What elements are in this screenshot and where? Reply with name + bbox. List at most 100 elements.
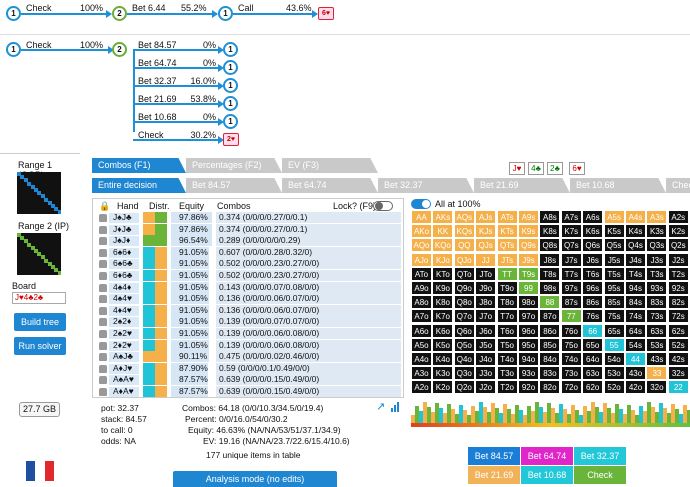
table-row[interactable]: A♠J♣90.11%0.475 (0/0/0/0.02/0.46/0/0) — [93, 351, 403, 363]
lock-icon[interactable] — [99, 353, 107, 362]
matrix-cell[interactable]: T5s — [603, 266, 625, 281]
matrix-cell[interactable]: 94s — [625, 281, 646, 295]
matrix-cell[interactable]: 86o — [539, 323, 561, 338]
matrix-cell[interactable]: 65s — [603, 323, 625, 338]
matrix-cell[interactable]: 22 — [667, 380, 689, 395]
matrix-cell[interactable]: 52s — [667, 337, 689, 352]
matrix-cell[interactable]: K8o — [432, 295, 454, 310]
tree-node[interactable]: 1 — [218, 6, 233, 21]
matrix-cell[interactable]: 92s — [667, 281, 689, 295]
tree-node-mid[interactable]: 2 — [112, 42, 127, 57]
matrix-cell[interactable]: T8o — [496, 295, 518, 310]
matrix-cell[interactable]: J2s — [667, 252, 689, 267]
matrix-cell[interactable]: J4s — [625, 252, 646, 267]
matrix-cell[interactable]: 88 — [539, 295, 561, 310]
matrix-cell[interactable]: 74s — [625, 309, 646, 324]
legend-bet-64[interactable]: Bet 64.74 — [521, 447, 573, 465]
legend-bet-32[interactable]: Bet 32.37 — [574, 447, 626, 465]
matrix-cell[interactable]: AA — [411, 210, 432, 224]
matrix-cell[interactable]: A6s — [582, 210, 604, 224]
matrix-cell[interactable]: A4s — [625, 210, 646, 224]
matrix-cell[interactable]: Q7s — [560, 238, 582, 253]
decision-tab[interactable]: Entire decision — [92, 178, 186, 193]
decision-tab[interactable]: Bet 32.37 — [378, 178, 474, 193]
matrix-cell[interactable]: 65o — [582, 337, 604, 352]
matrix-cell[interactable]: 96s — [582, 281, 604, 295]
terminal-node[interactable]: 6♥ — [318, 7, 334, 20]
matrix-cell[interactable]: K8s — [539, 224, 561, 239]
matrix-cell[interactable]: A3s — [646, 210, 668, 224]
matrix-cell[interactable]: A7s — [560, 210, 582, 224]
matrix-cell[interactable]: Q3o — [453, 366, 475, 381]
matrix-cell[interactable]: J9o — [475, 281, 497, 295]
matrix-cell[interactable]: 83s — [646, 295, 668, 310]
matrix-cell[interactable]: KJo — [432, 252, 454, 267]
matrix-cell[interactable]: A2s — [667, 210, 689, 224]
matrix-cell[interactable]: T4s — [625, 266, 646, 281]
matrix-cell[interactable]: AKs — [432, 210, 454, 224]
matrix-cell[interactable]: KQo — [432, 238, 454, 253]
matrix-cell[interactable]: ATo — [411, 266, 432, 281]
branch-node[interactable]: 1 — [223, 42, 238, 57]
matrix-cell[interactable]: K7s — [560, 224, 582, 239]
matrix-cell[interactable]: 95o — [518, 337, 539, 352]
matrix-cell[interactable]: 98s — [539, 281, 561, 295]
matrix-cell[interactable]: 76o — [560, 323, 582, 338]
matrix-cell[interactable]: KK — [432, 224, 454, 239]
matrix-cell[interactable]: K3o — [432, 366, 454, 381]
matrix-cell[interactable]: T7o — [496, 309, 518, 324]
table-row[interactable]: A♦A♥87.57%0.639 (0/0/0/0.15/0.49/0/0) — [93, 386, 403, 397]
matrix-cell[interactable]: A5o — [411, 337, 432, 352]
matrix-cell[interactable]: A6o — [411, 323, 432, 338]
table-row[interactable]: J♦J♣97.86%0.374 (0/0/0/0.27/0/0.1) — [93, 223, 403, 235]
matrix-cell[interactable]: T2o — [496, 380, 518, 395]
matrix-cell[interactable]: Q9o — [453, 281, 475, 295]
matrix-cell[interactable]: A4o — [411, 352, 432, 366]
matrix-cell[interactable]: J4o — [475, 352, 497, 366]
matrix-cell[interactable]: Q4o — [453, 352, 475, 366]
matrix-cell[interactable]: AQs — [453, 210, 475, 224]
matrix-cell[interactable]: QTs — [496, 238, 518, 253]
matrix-cell[interactable]: KJs — [475, 224, 497, 239]
lock-icon[interactable] — [99, 318, 107, 327]
lock-icon[interactable] — [99, 295, 107, 304]
matrix-cell[interactable]: A2o — [411, 380, 432, 395]
lock-icon[interactable] — [99, 237, 107, 246]
analysis-mode-button[interactable]: Analysis mode (no edits) — [173, 471, 337, 487]
matrix-cell[interactable]: 75o — [560, 337, 582, 352]
matrix-cell[interactable]: K3s — [646, 224, 668, 239]
decision-tab[interactable]: Bet 84.57 — [186, 178, 282, 193]
matrix-cell[interactable]: K2o — [432, 380, 454, 395]
decision-tab[interactable]: Chec — [666, 178, 690, 193]
lock-icon[interactable] — [99, 272, 107, 280]
matrix-cell[interactable]: T6o — [496, 323, 518, 338]
matrix-cell[interactable]: Q7o — [453, 309, 475, 324]
tree-node[interactable]: 2 — [112, 6, 127, 21]
col-combos[interactable]: Combos — [217, 201, 251, 211]
matrix-cell[interactable]: 84o — [539, 352, 561, 366]
branch-node[interactable]: 1 — [223, 60, 238, 75]
lock-icon[interactable] — [99, 330, 107, 338]
matrix-cell[interactable]: 86s — [582, 295, 604, 310]
matrix-cell[interactable]: T9s — [518, 266, 539, 281]
matrix-cell[interactable]: 83o — [539, 366, 561, 381]
lock-icon[interactable] — [99, 214, 107, 222]
matrix-cell[interactable]: K6s — [582, 224, 604, 239]
matrix-cell[interactable]: Q2s — [667, 238, 689, 253]
matrix-cell[interactable]: T5o — [496, 337, 518, 352]
matrix-cell[interactable]: 97s — [560, 281, 582, 295]
matrix-cell[interactable]: 87o — [539, 309, 561, 324]
matrix-cell[interactable]: 99 — [518, 281, 539, 295]
matrix-cell[interactable]: 93s — [646, 281, 668, 295]
matrix-cell[interactable]: Q6s — [582, 238, 604, 253]
matrix-cell[interactable]: 54s — [625, 337, 646, 352]
matrix-cell[interactable]: J7s — [560, 252, 582, 267]
matrix-cell[interactable]: K5s — [603, 224, 625, 239]
table-row[interactable]: 6♠6♣91.05%0.502 (0/0/0/0.23/0.27/0/0) — [93, 258, 403, 270]
matrix-cell[interactable]: 93o — [518, 366, 539, 381]
matrix-cell[interactable]: Q8o — [453, 295, 475, 310]
matrix-cell[interactable]: 92o — [518, 380, 539, 395]
matrix-cell[interactable]: 82o — [539, 380, 561, 395]
table-row[interactable]: 4♠4♦91.05%0.143 (0/0/0/0.07/0.08/0/0) — [93, 281, 403, 293]
matrix-cell[interactable]: 87s — [560, 295, 582, 310]
